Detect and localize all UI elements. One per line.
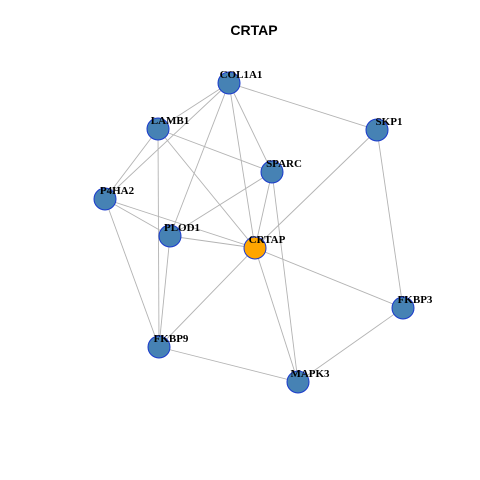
node-sparc[interactable] [260,160,284,184]
edge-skp1-crtap [254,129,378,249]
edge-col1a1-plod1 [169,82,230,237]
node-mapk3[interactable] [286,370,310,394]
edge-col1a1-crtap [228,82,256,249]
edge-p4ha2-plod1 [104,198,171,237]
edge-plod1-crtap [169,235,256,249]
edge-plod1-fkbp9 [158,235,171,348]
node-plod1[interactable] [158,224,182,248]
edge-skp1-fkbp3 [376,129,404,309]
edge-col1a1-p4ha2 [104,82,230,200]
edge-crtap-fkbp3 [254,247,404,309]
node-label-p4ha2: P4HA2 [100,185,135,197]
node-skp1[interactable] [365,118,389,142]
edge-lamb1-crtap [157,128,256,249]
edge-crtap-fkbp9 [158,247,256,348]
node-fkbp9[interactable] [147,335,171,359]
edge-fkbp9-mapk3 [158,346,299,383]
edge-lamb1-p4ha2 [104,128,159,200]
node-fkbp3[interactable] [391,296,415,320]
node-label-fkbp9: FKBP9 [154,333,189,345]
node-label-sparc: SPARC [266,158,302,170]
node-label-skp1: SKP1 [376,116,403,128]
node-col1a1[interactable] [217,71,241,95]
edge-p4ha2-fkbp9 [104,198,160,348]
node-crtap[interactable] [243,236,267,260]
edge-lamb1-fkbp9 [157,128,160,348]
edge-col1a1-sparc [228,82,273,173]
node-p4ha2[interactable] [93,187,117,211]
node-label-col1a1: COL1A1 [220,69,263,81]
edge-p4ha2-crtap [104,198,256,249]
node-label-lamb1: LAMB1 [151,115,190,127]
node-label-mapk3: MAPK3 [290,368,330,380]
edge-layer [104,82,404,383]
edge-sparc-mapk3 [271,171,299,383]
node-label-crtap: CRTAP [249,234,286,246]
edge-col1a1-lamb1 [157,82,230,130]
edge-crtap-mapk3 [254,247,299,383]
node-lamb1[interactable] [146,117,170,141]
diagram-title: CRTAP [230,22,277,38]
edge-sparc-crtap [254,171,273,249]
edge-col1a1-skp1 [228,82,378,131]
edge-lamb1-sparc [157,128,273,173]
node-label-plod1: PLOD1 [164,222,200,234]
node-label-fkbp3: FKBP3 [398,294,433,306]
edge-fkbp3-mapk3 [297,307,404,383]
node-layer [93,71,415,394]
